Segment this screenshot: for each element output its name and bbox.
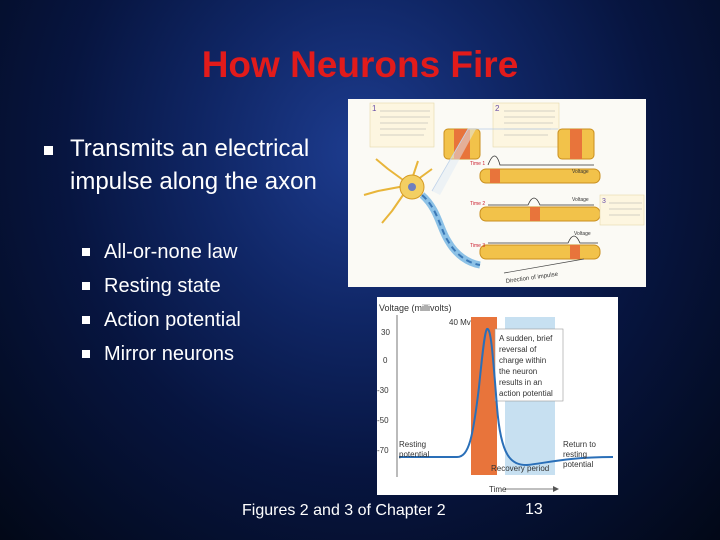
sub-bullet-all-or-none: All-or-none law	[104, 241, 238, 263]
voltage-label-2: Voltage	[572, 197, 589, 203]
return-label-3: potential	[563, 460, 593, 469]
action-potential-figure: Voltage (millivolts) 30 0 -30 -50 -70 40…	[377, 297, 618, 495]
figure-caption: Figures 2 and 3 of Chapter 2	[242, 502, 446, 519]
neuron-impulse-figure: 1 2 Time 1	[348, 99, 646, 287]
sub-bullet-action-potential: Action potential	[104, 309, 241, 331]
ytick-minus30: -30	[377, 386, 389, 395]
step-2-number: 2	[495, 104, 500, 113]
slide-title: How Neurons Fire	[201, 44, 519, 85]
callout-line-5: results in an	[499, 378, 542, 387]
voltage-label-3: Voltage	[574, 231, 591, 237]
ytick-minus70: -70	[377, 446, 389, 455]
bullet-marker	[44, 146, 53, 155]
voltage-axis-label: Voltage (millivolts)	[379, 303, 452, 313]
ytick-30: 30	[381, 328, 390, 337]
sub-bullet-mirror-neurons: Mirror neurons	[104, 343, 235, 365]
sub-bullet-marker	[82, 248, 90, 256]
sub-bullet-marker	[82, 282, 90, 290]
step-3-number: 3	[602, 198, 606, 205]
return-label-1: Return to	[563, 440, 596, 449]
time-3-label: Time 3	[470, 243, 485, 249]
time-axis-label: Time	[489, 485, 507, 494]
resting-label-2: potential	[399, 450, 429, 459]
time-2-label: Time 2	[470, 201, 485, 207]
voltage-label-1: Voltage	[572, 169, 589, 175]
return-label-2: resting	[563, 450, 587, 459]
recovery-label: Recovery period	[491, 464, 549, 473]
step-1-number: 1	[372, 104, 377, 113]
page-number: 13	[525, 501, 543, 518]
ytick-minus50: -50	[377, 416, 389, 425]
voltage-trace	[399, 327, 614, 467]
callout-line-4: the neuron	[499, 367, 537, 376]
main-bullet: Transmits an electrical impulse along th…	[70, 135, 317, 195]
callout-line-3: charge within	[499, 356, 546, 365]
callout-line-1: A sudden, brief	[499, 334, 553, 343]
sub-bullet-resting-state: Resting state	[104, 275, 221, 297]
sub-bullet-marker	[82, 350, 90, 358]
time-1-label: Time 1	[470, 161, 485, 167]
resting-label-1: Resting	[399, 440, 426, 449]
ytick-0: 0	[383, 356, 388, 365]
callout-line-6: action potential	[499, 389, 553, 398]
sub-bullet-marker	[82, 316, 90, 324]
peak-label: 40 Mv	[449, 318, 471, 327]
callout-line-2: reversal of	[499, 345, 537, 354]
